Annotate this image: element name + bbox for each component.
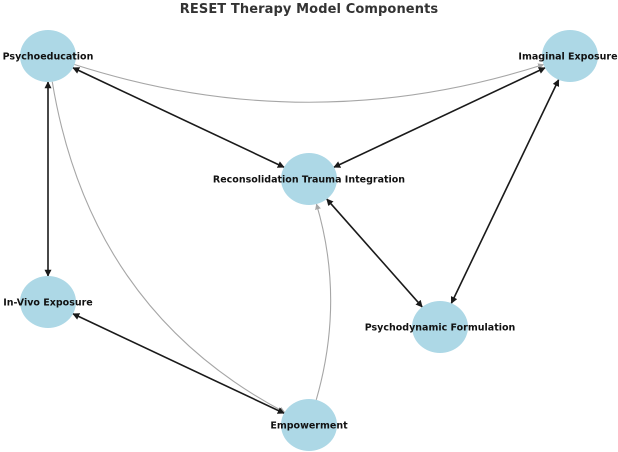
node-invivo	[20, 276, 76, 328]
edge-psychoeducation-empowerment	[51, 81, 286, 413]
node-empowerment	[281, 399, 337, 451]
edge-reconsolidation-psychodynamic	[326, 198, 423, 308]
node-label-psychodynamic: Psychodynamic Formulation	[365, 323, 516, 334]
edge-empowerment-reconsolidation	[315, 203, 332, 401]
node-reconsolidation	[281, 153, 337, 205]
edge-invivo-empowerment	[72, 313, 285, 414]
node-label-empowerment: Empowerment	[270, 421, 348, 432]
edge-psychoeducation-imaginal	[74, 63, 545, 103]
label-layer: Psychoeducation Imaginal ExposureReconsol…	[3, 52, 618, 432]
node-label-imaginal: Imaginal Exposure	[518, 52, 617, 63]
edge-imaginal-reconsolidation	[333, 67, 546, 168]
node-layer	[20, 30, 598, 451]
edge-layer	[44, 63, 560, 414]
edge-psychoeducation-reconsolidation	[72, 67, 285, 168]
node-psychoeducation	[20, 30, 76, 82]
node-label-psychoeducation: Psychoeducation	[3, 52, 94, 63]
node-label-reconsolidation: Reconsolidation Trauma Integration	[213, 175, 405, 186]
edge-imaginal-psychodynamic	[450, 79, 560, 304]
node-imaginal	[542, 30, 598, 82]
node-psychodynamic	[412, 301, 468, 353]
node-label-invivo: In-Vivo Exposure	[3, 298, 93, 309]
diagram-title: RESET Therapy Model Components	[179, 2, 439, 17]
